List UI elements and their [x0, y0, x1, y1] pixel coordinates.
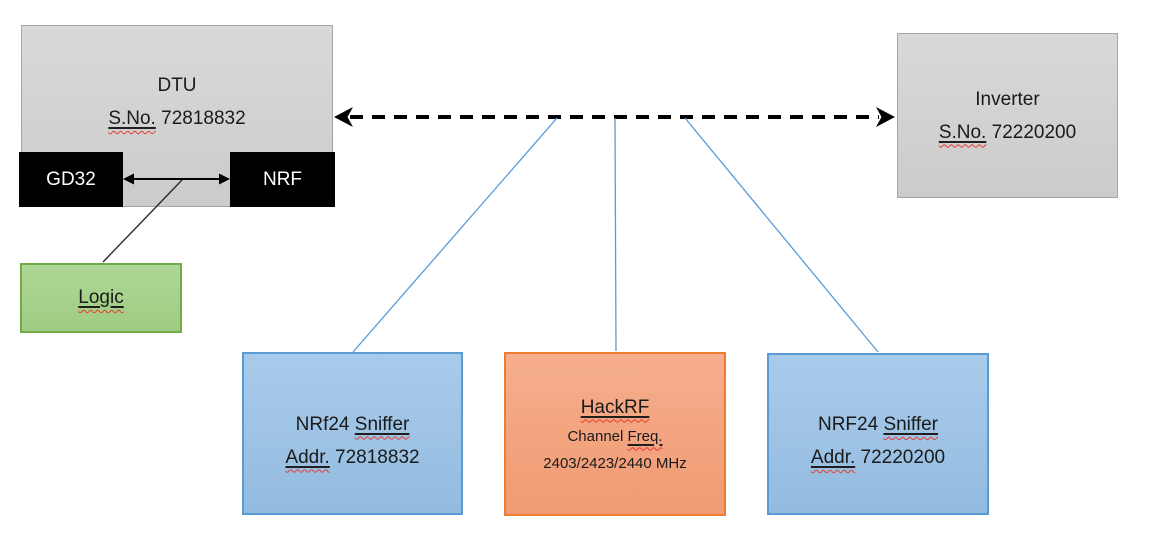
sniffer-right-box: NRF24 Sniffer Addr. 72220200 — [767, 353, 989, 515]
inverter-serial: S.No. 72220200 — [898, 116, 1117, 149]
dtu-serial-value: 72818832 — [155, 108, 246, 129]
sniffer-left-box: NRf24 Sniffer Addr. 72818832 — [242, 352, 463, 515]
sniffer-left-addr-value: 72818832 — [329, 446, 420, 468]
sniffer-left-addr-label: Addr. — [285, 447, 329, 468]
sniffer-right-connector-line — [684, 117, 879, 353]
inverter-text: Inverter S.No. 72220200 — [898, 83, 1117, 149]
dtu-inverter-dashed-arrow — [334, 107, 895, 127]
inverter-serial-value: 72220200 — [986, 121, 1077, 143]
inverter-serial-label: S.No. — [939, 122, 987, 143]
hackrf-title: HackRF — [506, 392, 724, 423]
hackrf-frequencies: 2403/2423/2440 MHz — [543, 454, 687, 472]
logic-label: Logic — [78, 287, 123, 309]
dtu-serial-label-text: S.No. — [108, 108, 156, 129]
hackrf-title-word: HackRF — [581, 397, 650, 418]
dtu-serial: S.No. 72818832 — [22, 102, 332, 135]
hackrf-title-word-text: HackRF — [580, 396, 650, 418]
sniffer-right-addr: Addr. 72220200 — [769, 441, 987, 474]
hackrf-box: HackRF Channel Freq. 2403/2423/2440 MHz — [504, 352, 726, 516]
inverter-box: Inverter S.No. 72220200 — [897, 33, 1118, 198]
sniffer-right-addr-label-text: Addr. — [810, 447, 856, 468]
logic-box: Logic — [20, 263, 182, 333]
sniffer-right-addr-label: Addr. — [811, 447, 855, 468]
hackrf-channel-word: Freq. — [628, 428, 663, 445]
sniffer-left-title-word: Sniffer — [355, 414, 410, 435]
hackrf-connector-line — [614, 117, 617, 352]
sniffer-left-connector-line — [352, 117, 558, 353]
sniffer-right-addr-value: 72220200 — [855, 447, 946, 468]
sniffer-left-text: NRf24 Sniffer Addr. 72818832 — [244, 408, 461, 474]
sniffer-right-title: NRF24 Sniffer — [769, 408, 987, 441]
sniffer-right-title-word: Sniffer — [883, 414, 938, 435]
sniffer-left-addr: Addr. 72818832 — [244, 441, 461, 474]
logic-label-text: Logic — [78, 287, 124, 308]
nrf-chip: NRF — [230, 152, 335, 207]
gd32-label: GD32 — [46, 168, 96, 190]
hackrf-channel-prefix: Channel — [567, 427, 628, 445]
sniffer-left-title-word-text: Sniffer — [354, 413, 410, 435]
sniffer-left-title-prefix: NRf24 — [295, 413, 355, 435]
hackrf-text: HackRF Channel Freq. 2403/2423/2440 MHz — [506, 392, 724, 477]
nrf-label: NRF — [262, 168, 303, 190]
gd32-chip: GD32 — [19, 152, 123, 207]
inverter-serial-label-text: S.No. — [938, 121, 987, 143]
sniffer-right-text: NRF24 Sniffer Addr. 72220200 — [769, 408, 987, 474]
sniffer-right-title-word-text: Sniffer — [883, 414, 939, 435]
sniffer-right-title-prefix: NRF24 — [817, 414, 884, 435]
dtu-title: DTU — [157, 75, 197, 96]
hackrf-channel-word-text: Freq. — [627, 427, 663, 445]
sniffer-left-title: NRf24 Sniffer — [244, 408, 461, 441]
dtu-serial-label: S.No. — [108, 108, 156, 129]
sniffer-left-addr-label-text: Addr. — [285, 446, 330, 468]
inverter-title: Inverter — [975, 88, 1040, 110]
dtu-text: DTU S.No. 72818832 — [22, 69, 332, 135]
hackrf-channel: Channel Freq. — [506, 423, 724, 450]
